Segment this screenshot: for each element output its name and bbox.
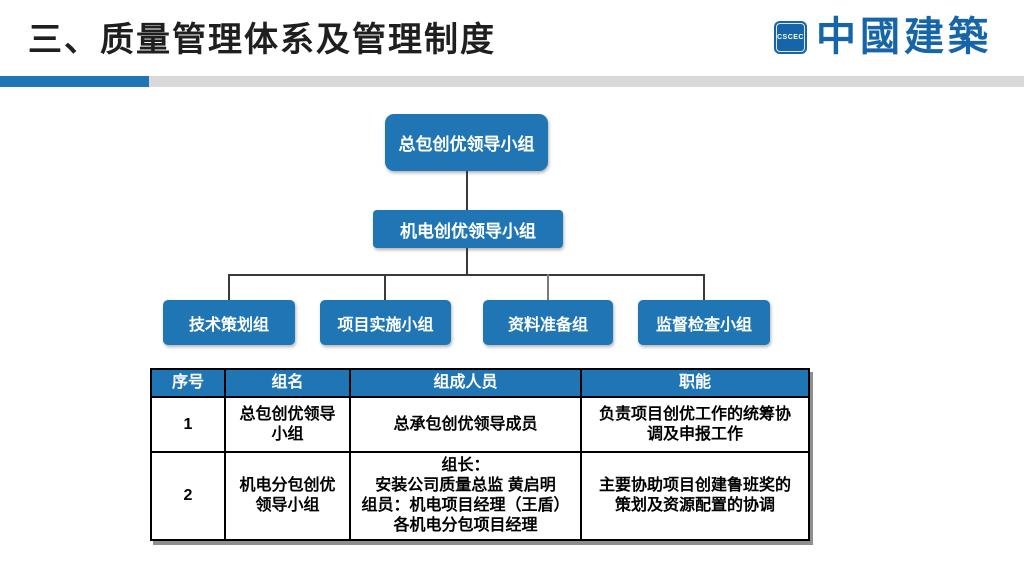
table-header-duty: 职能: [580, 368, 810, 398]
table-cell-duty: 主要协助项目创建鲁班奖的 策划及资源配置的协调: [580, 451, 810, 541]
connector-l2-to-branch: [466, 248, 468, 276]
table-row: 2 机电分包创优 领导小组 组长： 安装公司质量总监 黄启明 组员：机电项目经理…: [150, 451, 810, 541]
table-header-no: 序号: [150, 368, 226, 398]
page-title: 三、质量管理体系及管理制度: [28, 21, 496, 59]
table-cell-group-name: 总包创优领导 小组: [224, 396, 351, 453]
org-node-document-preparation: 资料准备组: [483, 300, 613, 345]
table-header-members: 组成人员: [349, 368, 582, 398]
org-node-tech-planning: 技术策划组: [163, 300, 295, 345]
title-underline: [149, 76, 1024, 87]
connector-drop-1: [228, 274, 230, 301]
org-table: 序号 组名 组成人员 职能 1 总包创优领导 小组 总承包创优领导成员 负责项目…: [150, 368, 810, 541]
org-node-level1: 总包创优领导小组: [385, 114, 548, 171]
connector-root-to-l2: [466, 171, 468, 210]
table-row: 1 总包创优领导 小组 总承包创优领导成员 负责项目创优工作的统筹协 调及申报工…: [150, 396, 810, 453]
table-header-group-name: 组名: [224, 368, 351, 398]
table-cell-duty: 负责项目创优工作的统筹协 调及申报工作: [580, 396, 810, 453]
table-cell-group-name: 机电分包创优 领导小组: [224, 451, 351, 541]
table-cell-members: 组长： 安装公司质量总监 黄启明 组员：机电项目经理（王盾） 各机电分包项目经理: [349, 451, 582, 541]
cscec-logo-wordmark: 中國建築: [816, 14, 992, 59]
org-node-supervision-inspection: 监督检查小组: [638, 300, 770, 345]
org-node-level2: 机电创优领导小组: [373, 210, 563, 248]
table-cell-members: 总承包创优领导成员: [349, 396, 582, 453]
connector-drop-2: [384, 274, 386, 301]
title-underline-accent: [0, 76, 149, 87]
cscec-logo-mark-icon: CSCEC: [774, 20, 807, 54]
org-node-project-implementation: 项目实施小组: [320, 300, 451, 345]
connector-drop-3: [547, 274, 549, 301]
connector-drop-4: [703, 274, 705, 301]
table-cell-no: 1: [150, 396, 226, 453]
cscec-logo: CSCEC 中國建築: [774, 17, 992, 57]
table-cell-no: 2: [150, 451, 226, 541]
table-header-row: 序号 组名 组成人员 职能: [150, 368, 810, 398]
connector-branch-bar: [228, 274, 705, 276]
